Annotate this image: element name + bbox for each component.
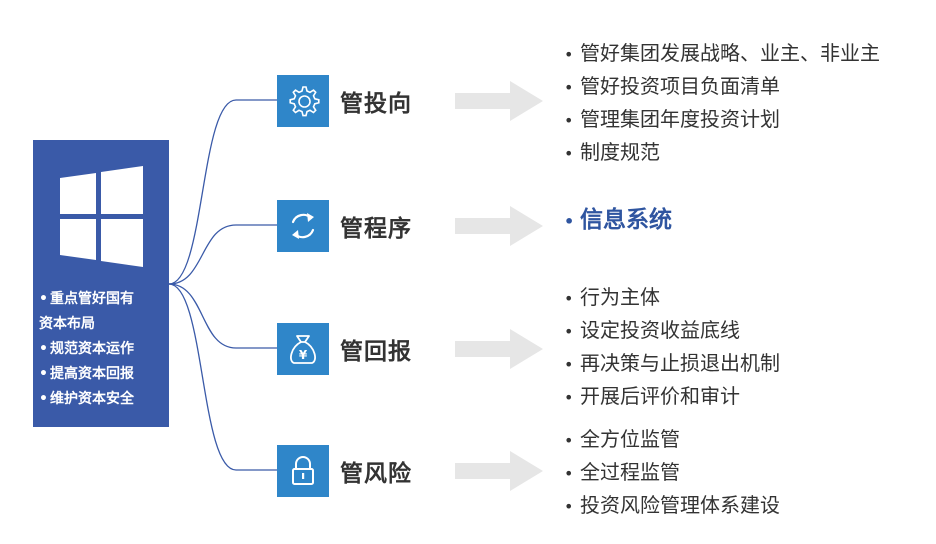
summary-item: •维护资本安全 <box>39 391 134 407</box>
windows-logo-icon <box>60 166 143 267</box>
list-item: •信息系统 <box>564 207 672 233</box>
connector-line-procedure <box>168 224 277 285</box>
list-item: •开展后评价和审计 <box>564 384 740 408</box>
summary-panel: •重点管好国有 资本布局 •规范资本运作 •提高资本回报 •维护资本安全 <box>33 140 169 427</box>
money-bag-icon: ¥ <box>290 335 316 364</box>
list-item: •全方位监管 <box>564 427 680 451</box>
summary-item: •重点管好国有 <box>39 291 134 307</box>
list-item: •管好集团发展战略、业主、非业主 <box>564 41 880 65</box>
connector-line-invest <box>168 99 277 285</box>
risk-items-list: •全方位监管 •全过程监管 •投资风险管理体系建设 <box>564 423 780 522</box>
list-item: •全过程监管 <box>564 460 680 484</box>
procedure-items-list: •信息系统 <box>564 204 672 237</box>
category-label: 管程序 <box>340 216 412 242</box>
refresh-icon <box>291 213 315 239</box>
list-item: •再决策与止损退出机制 <box>564 351 780 375</box>
summary-item-continuation: 资本布局 <box>39 316 95 332</box>
list-item: •投资风险管理体系建设 <box>564 493 780 517</box>
summary-item: •规范资本运作 <box>39 341 134 357</box>
list-item: •管好投资项目负面清单 <box>564 74 780 98</box>
summary-list: •重点管好国有 资本布局 •规范资本运作 •提高资本回报 •维护资本安全 <box>39 287 167 412</box>
arrow-right-icon <box>455 206 543 246</box>
list-item: •管理集团年度投资计划 <box>564 107 780 131</box>
list-item: •设定投资收益底线 <box>564 318 740 342</box>
lock-icon <box>292 456 314 485</box>
svg-text:¥: ¥ <box>299 348 308 362</box>
summary-item: •提高资本回报 <box>39 366 134 382</box>
gear-icon <box>289 86 320 117</box>
category-label: 管回报 <box>340 339 412 365</box>
category-label: 管投向 <box>340 91 412 117</box>
invest-items-list: •管好集团发展战略、业主、非业主 •管好投资项目负面清单 •管理集团年度投资计划… <box>564 37 880 169</box>
arrow-right-icon <box>455 81 543 121</box>
list-item: •行为主体 <box>564 285 660 309</box>
connector-line-return <box>168 283 277 349</box>
return-items-list: •行为主体 •设定投资收益底线 •再决策与止损退出机制 •开展后评价和审计 <box>564 281 780 413</box>
list-item: •制度规范 <box>564 140 660 164</box>
arrow-right-icon <box>455 451 543 491</box>
category-label: 管风险 <box>340 461 412 487</box>
connector-line-risk <box>168 283 277 471</box>
arrow-right-icon <box>455 329 543 369</box>
